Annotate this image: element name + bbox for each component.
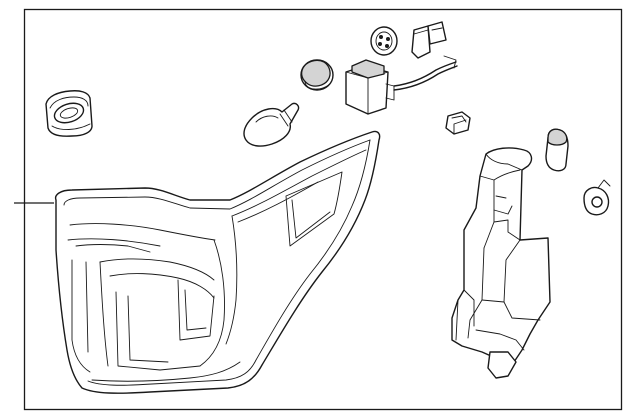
- tail-lamp-assembly: [54, 130, 381, 394]
- oval-pad: [545, 128, 569, 172]
- mounting-seal: [45, 90, 93, 137]
- diagram-frame: [23, 8, 623, 411]
- bulb-socket: [300, 59, 334, 91]
- small-clip: [445, 111, 471, 135]
- wiring-harness: [393, 55, 458, 91]
- bulb: [243, 102, 300, 147]
- push-retainer-clip: [583, 179, 611, 216]
- connector-plug: [411, 21, 447, 59]
- round-grommet: [370, 26, 398, 56]
- lamp-housing-bracket: [451, 147, 551, 379]
- socket-connector: [345, 59, 395, 115]
